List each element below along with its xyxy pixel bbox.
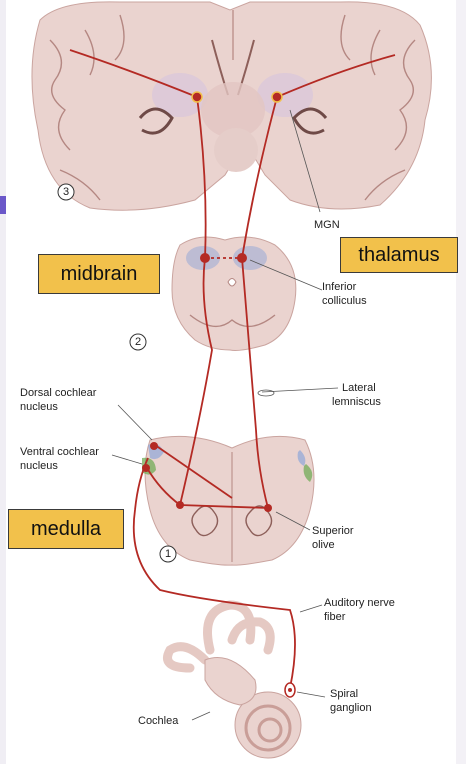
- basal-ganglia-right: [257, 73, 313, 117]
- superior-olive-right-dot: [264, 504, 272, 512]
- label-superior-olive-line1: Superior: [312, 525, 354, 537]
- label-lateral-lemniscus-line1: Lateral: [342, 382, 376, 394]
- superior-olive-leader: [275, 511, 311, 531]
- ventral-cochlear-dot: [142, 464, 150, 472]
- hippocampus-left: [138, 107, 174, 135]
- auditory-nerve-leader: [299, 604, 323, 613]
- olive-left: [191, 505, 219, 537]
- cortex-radiation-right: [276, 54, 396, 98]
- slide-accent-mark: [0, 196, 6, 214]
- lemniscus-left: [179, 257, 213, 506]
- section-number-2: 2: [129, 333, 147, 351]
- ventral-cochlear-leader: [111, 454, 143, 465]
- callout-medulla: medulla: [8, 509, 124, 549]
- cochlea-illustration: [163, 600, 302, 759]
- inferior-colliculus-leader: [249, 259, 323, 291]
- label-cochlea: Cochlea: [138, 715, 179, 727]
- ventral-nucleus-right: [303, 464, 313, 482]
- brain-coronal-section: [31, 1, 432, 211]
- spiral-ganglion-leader: [296, 691, 326, 698]
- label-dorsal-cochlear-line1: Dorsal cochlear: [20, 387, 97, 399]
- spiral-ganglion-core: [288, 688, 292, 692]
- section-number-3: 3: [57, 183, 75, 201]
- section-number-3-text: 3: [63, 186, 69, 198]
- dorsal-cochlear-leader: [117, 404, 153, 441]
- cochlea-leader: [191, 711, 211, 721]
- right-frame-edge: [456, 0, 466, 764]
- callout-midbrain: midbrain: [38, 254, 160, 294]
- brain-gyri-left: [49, 14, 125, 201]
- label-inferior-colliculus-line2: colliculus: [322, 295, 367, 307]
- midbrain-aqueduct: [227, 278, 237, 287]
- inferior-colliculus-left-dot: [200, 253, 210, 263]
- label-dorsal-cochlear-line2: nucleus: [20, 401, 58, 413]
- midbrain-to-mgn-left: [196, 96, 207, 259]
- label-mgn: MGN: [314, 219, 340, 231]
- inferior-colliculus-right: [233, 246, 267, 270]
- brain-gyri-right: [340, 14, 416, 201]
- inferior-colliculus-right-dot: [237, 253, 247, 263]
- cochlear-cross: [154, 444, 233, 499]
- nerve-fiber: [132, 457, 296, 689]
- label-spiral-ganglion-line1: Spiral: [330, 688, 358, 700]
- cochlea-coil-middle: [244, 704, 292, 752]
- mgn-right-dot: [271, 91, 283, 103]
- cochlea-coil-inner: [257, 717, 283, 743]
- lemniscus-right: [241, 257, 269, 509]
- brainstem-stalk: [214, 128, 258, 172]
- lateral-lemniscus-leader: [261, 387, 339, 393]
- label-spiral-ganglion-line2: ganglion: [330, 702, 372, 714]
- dorsal-cochlear-dot: [150, 442, 158, 450]
- pathway-nuclei: [142, 91, 296, 698]
- superior-olive-left-dot: [176, 501, 184, 509]
- label-ventral-cochlear-line1: Ventral cochlear: [20, 446, 99, 458]
- label-lateral-lemniscus-line2: lemniscus: [332, 396, 381, 408]
- medulla-outline: [144, 435, 315, 566]
- dorsal-nucleus-right: [297, 450, 306, 466]
- hippocampus-right: [292, 107, 328, 135]
- semicircular-canals: [163, 600, 275, 673]
- label-auditory-nerve-line1: Auditory nerve: [324, 597, 395, 609]
- section-number-3-circle: [57, 183, 75, 201]
- label-superior-olive-line2: olive: [312, 539, 335, 551]
- midbrain-to-mgn-right: [241, 96, 278, 259]
- midbrain-section: [171, 236, 297, 351]
- label-auditory-nerve-line2: fiber: [324, 611, 346, 623]
- section-number-2-circle: [129, 333, 147, 351]
- lateral-lemniscus-marker: [257, 389, 275, 397]
- section-number-1-circle: [159, 545, 177, 563]
- section-number-1-text: 1: [165, 548, 171, 560]
- section-number-2-text: 2: [135, 336, 141, 348]
- mgn-leader: [289, 109, 321, 213]
- mgn-left-dot: [191, 91, 203, 103]
- callout-thalamus: thalamus: [340, 237, 458, 273]
- label-ventral-cochlear-line2: nucleus: [20, 460, 58, 472]
- label-leader-lines: [111, 109, 339, 721]
- cortex-radiation-left: [69, 49, 198, 98]
- label-inferior-colliculus-line1: Inferior: [322, 281, 357, 293]
- midbrain-peduncles: [189, 314, 276, 328]
- section-number-1: 1: [159, 545, 177, 563]
- vestibule: [204, 657, 257, 706]
- left-frame-edge: [0, 0, 6, 764]
- thalamus-area: [201, 82, 265, 138]
